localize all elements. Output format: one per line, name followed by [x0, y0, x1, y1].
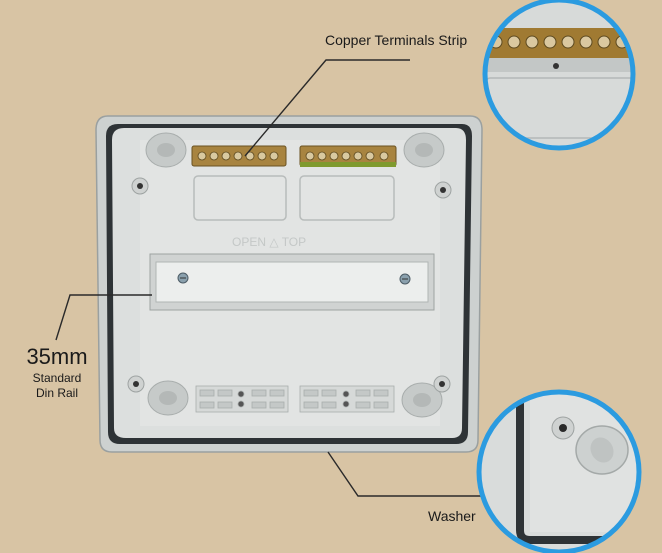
mounting-post-top-right [403, 132, 452, 199]
label-din-rail-size: 35mm [26, 344, 88, 369]
knockout-grid-left [195, 385, 289, 413]
callout-line-din-rail [55, 294, 152, 341]
callout-line-copper [244, 59, 410, 157]
terminal-strip-earth [299, 145, 397, 167]
mounting-post-bottom-left [127, 375, 189, 416]
zoom-callout-washer [476, 389, 642, 553]
din-rail [149, 253, 435, 311]
callout-line-washer [327, 451, 482, 497]
recessed-panels [193, 175, 395, 221]
label-copper-terminals-strip: Copper Terminals Strip [325, 32, 468, 48]
zoom-callout-terminals [482, 0, 636, 151]
terminal-strip-neutral [191, 145, 287, 167]
label-washer: Washer [428, 508, 476, 524]
label-din-rail-name: Din Rail [35, 386, 78, 400]
mounting-post-top-left [131, 132, 187, 195]
molded-text: OPEN △ TOP [232, 235, 306, 249]
knockout-grid-right [299, 385, 395, 413]
mounting-post-bottom-right [401, 375, 451, 418]
label-din-rail-standard: Standard [32, 371, 82, 385]
